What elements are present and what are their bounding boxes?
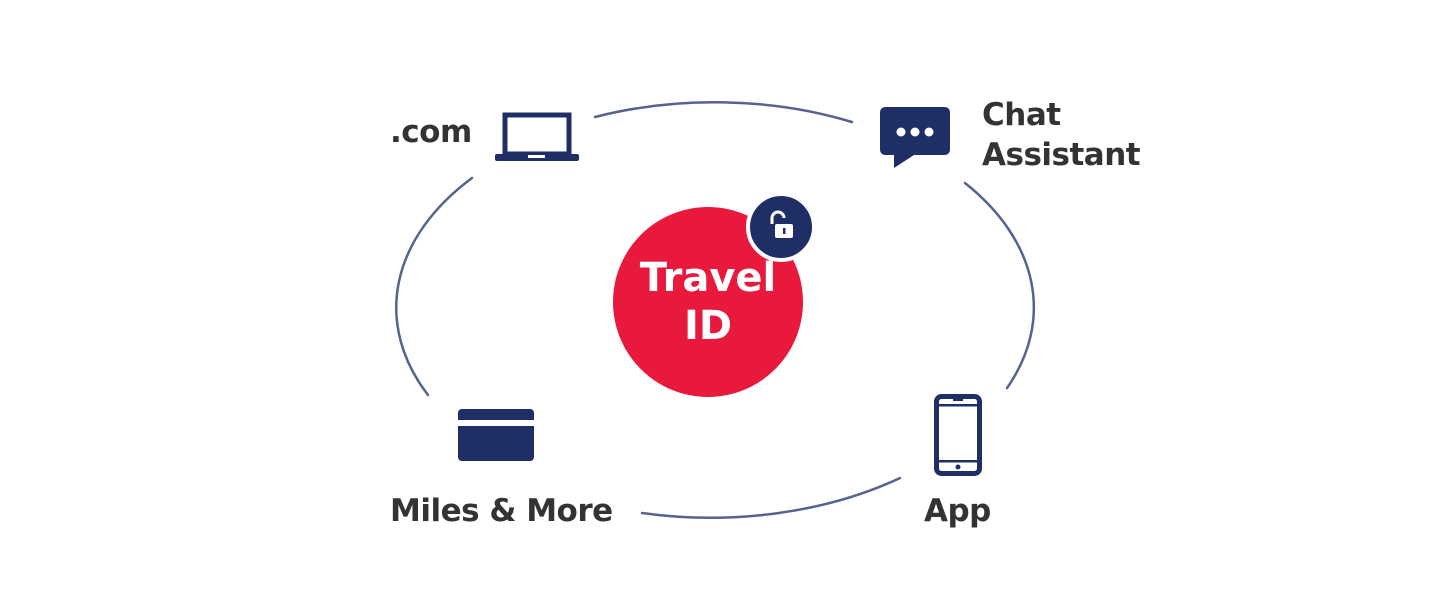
ring-arc-right bbox=[963, 181, 1036, 390]
hub-line2: ID bbox=[683, 303, 733, 349]
ring-arc-top bbox=[593, 101, 854, 124]
chat-label: Chat Assistant bbox=[982, 95, 1141, 175]
ring-arc-bottom bbox=[640, 476, 902, 519]
smartphone-icon bbox=[934, 394, 982, 476]
unlocked-padlock-icon bbox=[770, 210, 793, 238]
laptop-icon bbox=[495, 112, 579, 161]
web-label: .com bbox=[390, 114, 472, 150]
travel-id-hub: Travel ID bbox=[613, 207, 803, 397]
hub-line1: Travel bbox=[639, 255, 777, 301]
chat-label-line1: Chat bbox=[982, 97, 1061, 133]
app-label: App bbox=[924, 493, 991, 529]
card-icon bbox=[458, 409, 534, 461]
miles-label: Miles & More bbox=[390, 493, 613, 529]
chat-bubble-icon bbox=[880, 107, 950, 168]
ring-arc-left bbox=[395, 176, 474, 397]
unlocked-padlock-badge bbox=[746, 192, 816, 262]
chat-label-line2: Assistant bbox=[982, 137, 1141, 173]
